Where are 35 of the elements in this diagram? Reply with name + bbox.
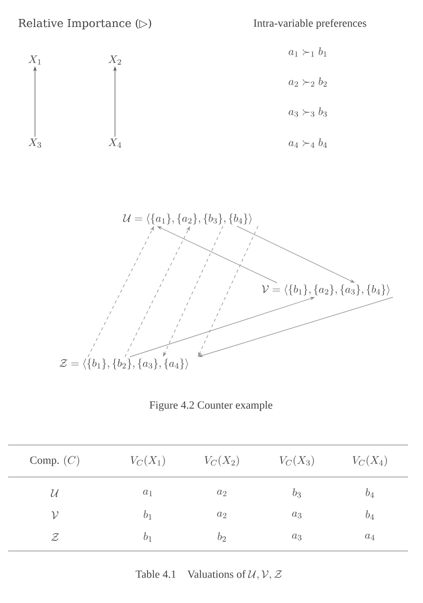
preference-formula: $a_1 \succ_1 b_1$ — [288, 47, 326, 57]
table-cell: $b_3$ — [292, 488, 301, 498]
table-cell: $a_1$ — [143, 490, 152, 496]
tuple-expression: $\mathcal{Z} = \langle \{b_1\}, \{b_2\}, \{a_3\}, \{a_4\} \rangle$ — [59, 358, 188, 370]
table-cell: $a_2$ — [217, 490, 226, 496]
section-heading: Intra-variable preferences — [254, 18, 366, 30]
table-cell: $\mathcal{Z}$ — [51, 533, 59, 541]
table-cell: $b_1$ — [144, 532, 152, 542]
figure-caption: Figure 4.2 Counter example — [150, 401, 272, 411]
table-cell: $a_4$ — [365, 534, 374, 540]
table-cell: $\mathcal{U}$ — [50, 489, 59, 498]
variable-label: $X_1$ — [28, 55, 41, 65]
table-cell: $a_3$ — [292, 512, 302, 518]
preference-formula: $a_2 \succ_2 b_2$ — [288, 77, 327, 87]
preference-formula: $a_3 \succ_3 b_3$ — [288, 107, 327, 117]
table-cell: $\mathcal{V}$ — [52, 511, 58, 520]
header-cell: $V_C(X_1)$ — [130, 456, 165, 466]
table-cell: $a_2$ — [217, 512, 226, 518]
header-cell: $V_C(X_2)$ — [204, 456, 239, 466]
variable-label: $X_4$ — [108, 138, 122, 148]
variable-label: $X_2$ — [108, 55, 121, 65]
table-cell: $b_1$ — [144, 510, 152, 520]
tuple-expression: $\mathcal{V} = \langle \{b_1\}, \{a_2\}, \{a_3\}, \{b_4\} \rangle$ — [262, 284, 390, 296]
preference-formula: $a_4 \succ_4 b_4$ — [288, 138, 327, 148]
table-cell: $b_2$ — [218, 532, 226, 542]
table-cell: $b_4$ — [366, 510, 374, 520]
table-cell: $b_4$ — [366, 488, 374, 498]
table-caption: $\text{Table 4.1}\quad\text{Valuations of } \mathcal{U}, \mathcal{V}, \mathcal{Z}$ — [136, 570, 282, 580]
variable-label: $X_3$ — [28, 138, 42, 148]
header-cell: $V_C(X_4)$ — [352, 456, 387, 466]
table-cell: $a_3$ — [292, 534, 302, 540]
header-cell: $\text{Comp. } (C)$ — [30, 456, 80, 466]
header-cell: $V_C(X_3)$ — [280, 456, 314, 466]
section-heading: Relative Importance (▷) — [18, 18, 152, 30]
tuple-expression: $\mathcal{U} = \langle \{a_1\}, \{a_2\}, \{b_3\}, \{b_4\} \rangle$ — [123, 214, 252, 224]
